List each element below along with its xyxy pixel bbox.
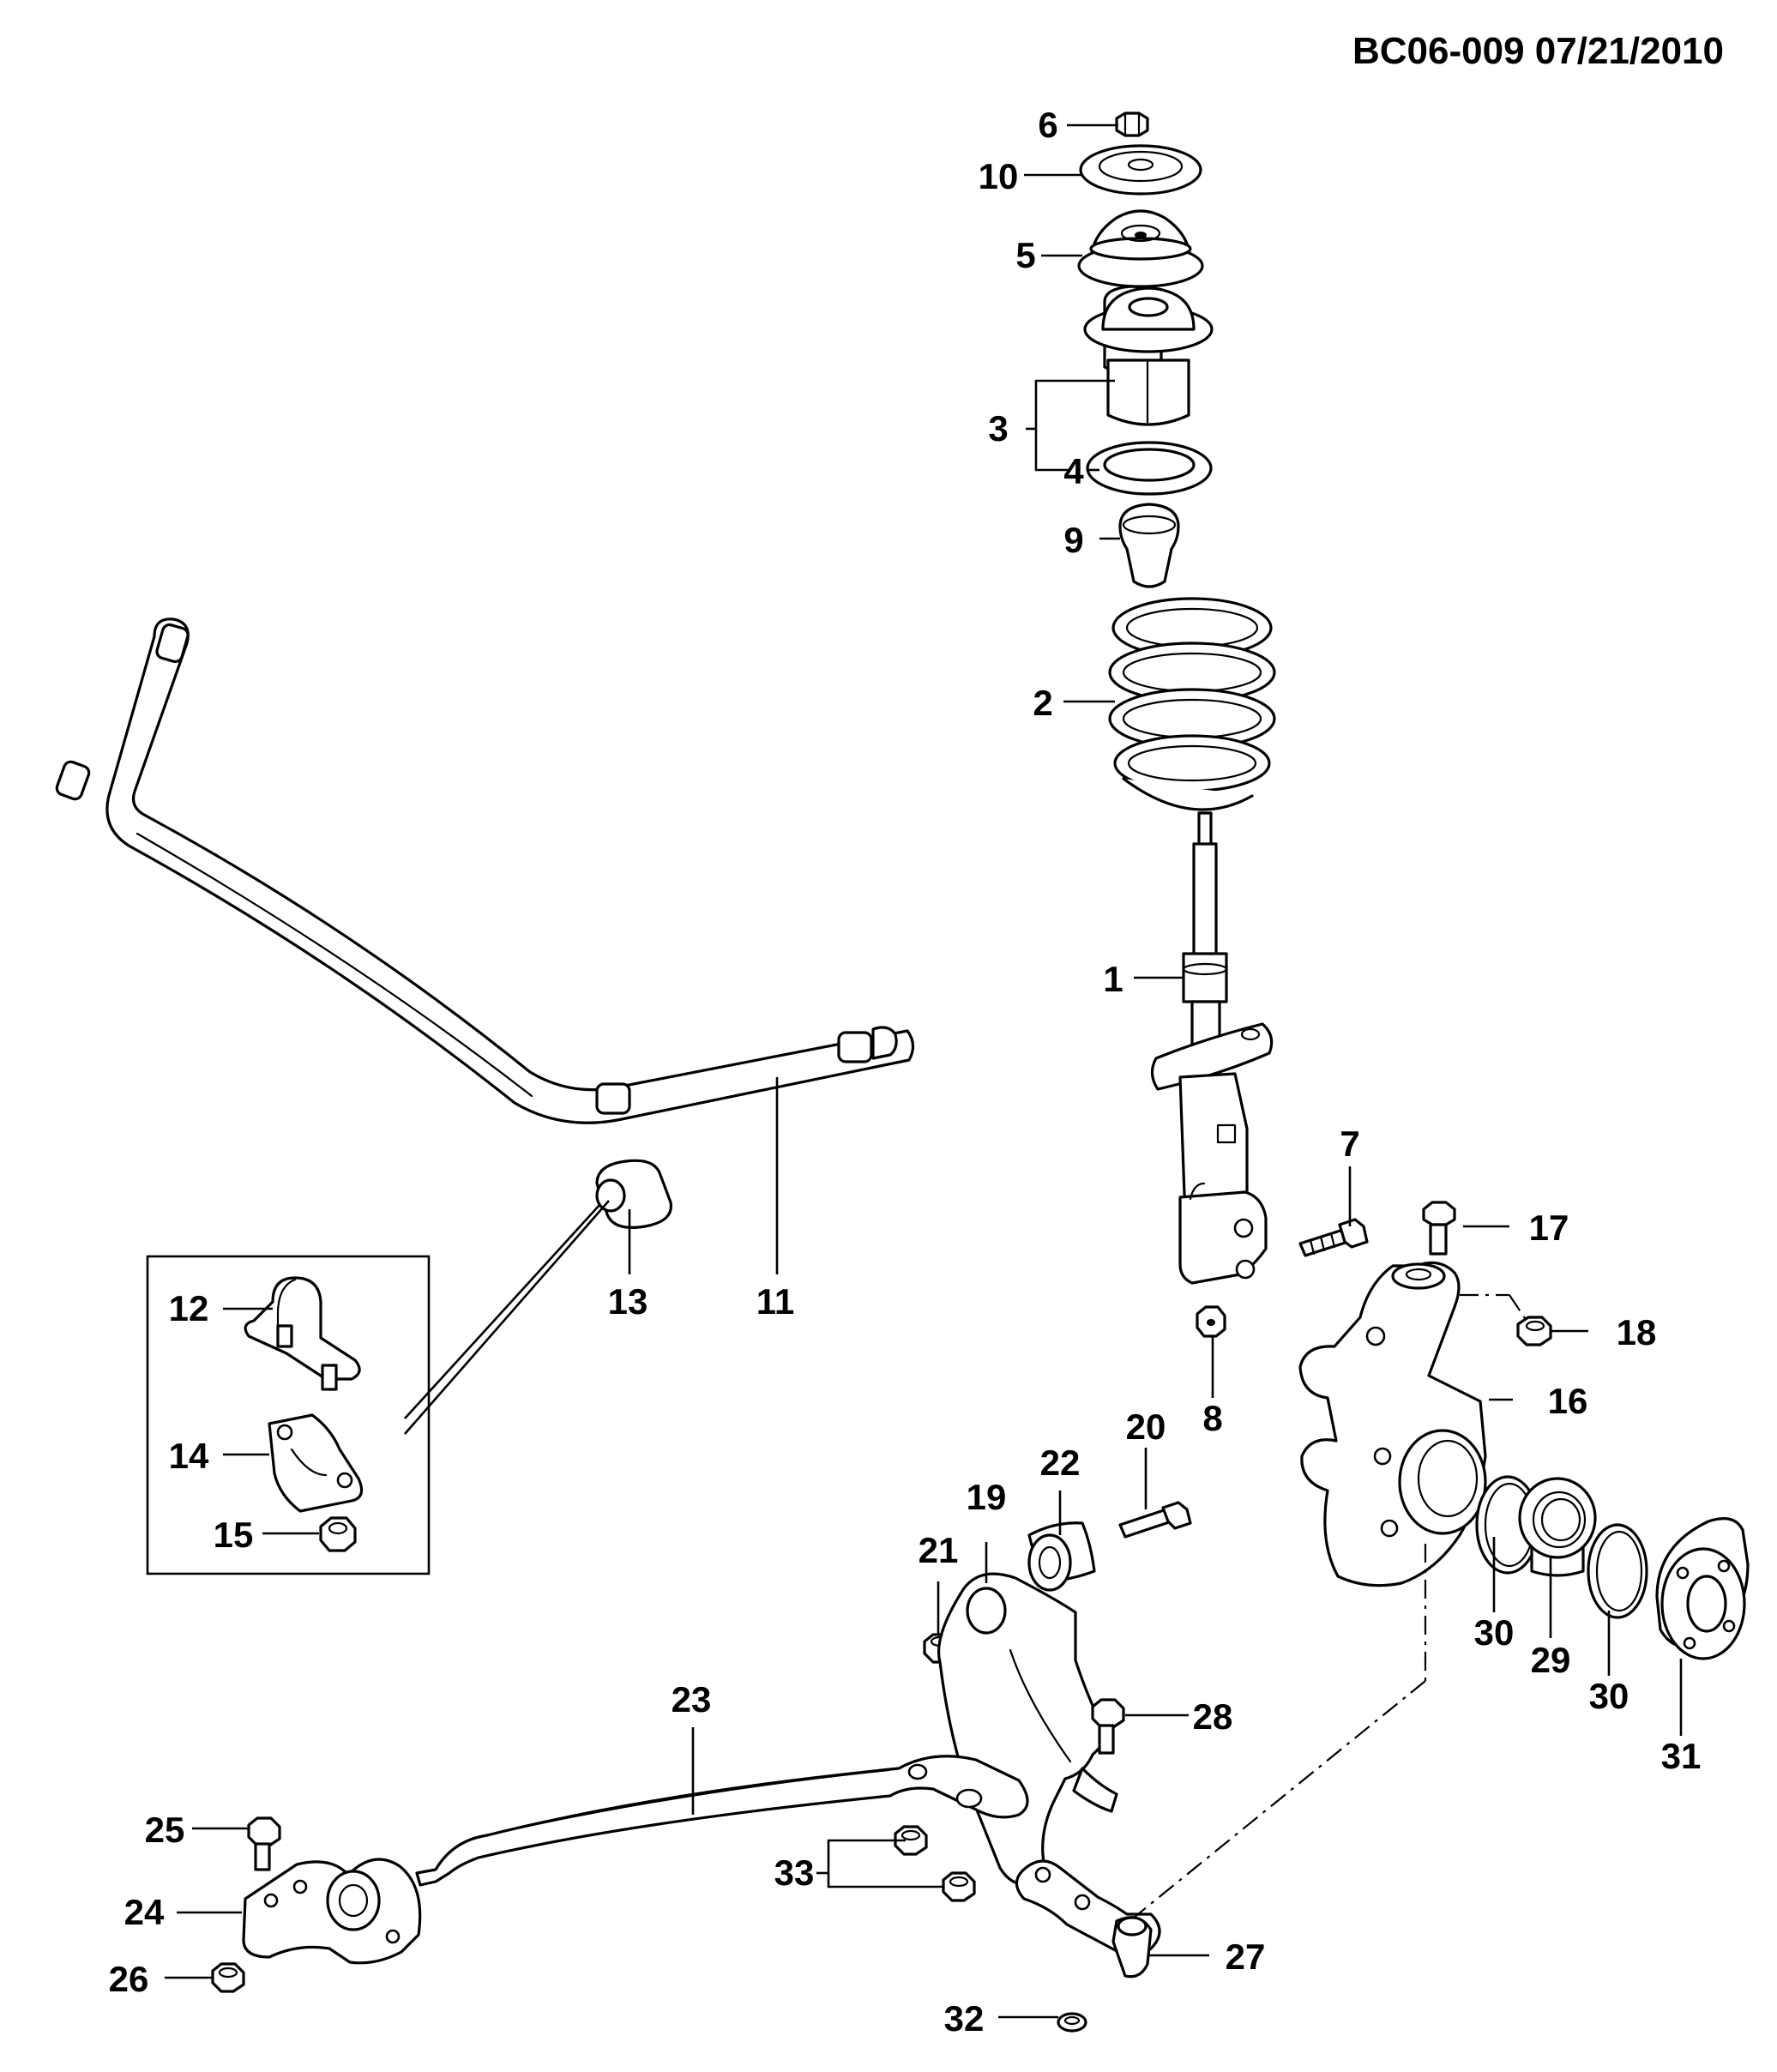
callout-22: 22	[1040, 1443, 1081, 1483]
diagram-code-header: BC06-009 07/21/2010	[1352, 30, 1724, 72]
part-5-strut-mount	[1077, 209, 1204, 288]
callout-2: 2	[1033, 683, 1052, 723]
part-12-clamp	[244, 1276, 361, 1391]
callout-28: 28	[1193, 1696, 1233, 1737]
part-3-spring-upper-seat	[1083, 285, 1214, 426]
callout-6: 6	[1038, 105, 1057, 145]
part-22-bushing	[1027, 1521, 1096, 1592]
callout-13: 13	[608, 1281, 648, 1322]
part-7-bolt	[1298, 1218, 1369, 1257]
callout-19: 19	[967, 1477, 1007, 1517]
part-31-wheel-hub	[1655, 1517, 1750, 1660]
callout-15: 15	[214, 1515, 254, 1555]
callout-7: 7	[1340, 1123, 1359, 1164]
part-26-nut	[211, 1962, 245, 1993]
callout-9: 9	[1063, 520, 1083, 560]
callout-20: 20	[1126, 1406, 1166, 1447]
callout-30-outer: 30	[1589, 1676, 1629, 1716]
callout-29: 29	[1531, 1640, 1571, 1680]
callout-5: 5	[1015, 235, 1035, 275]
callout-26: 26	[109, 1959, 149, 1999]
callout-33: 33	[774, 1852, 815, 1893]
part-14-bracket	[268, 1413, 364, 1513]
part-17-bolt	[1422, 1201, 1456, 1256]
part-20-bolt	[1118, 1501, 1192, 1539]
part-28-bolt	[1091, 1698, 1125, 1755]
part-10-upper-plate	[1079, 144, 1202, 196]
part-29-wheel-bearing	[1518, 1477, 1597, 1577]
part-25-bolt	[247, 1816, 281, 1871]
part-6-nut	[1115, 111, 1149, 137]
part-33-nuts	[894, 1825, 976, 1902]
callout-23: 23	[672, 1679, 712, 1720]
callout-25: 25	[145, 1810, 185, 1850]
callout-17: 17	[1529, 1208, 1569, 1248]
part-24-rod-bracket	[242, 1858, 422, 1965]
part-16-steering-knuckle	[1298, 1261, 1487, 1587]
callout-16: 16	[1548, 1381, 1588, 1421]
part-19-lower-control-arm	[937, 1572, 1118, 1887]
callout-14: 14	[169, 1436, 209, 1476]
part-8-nut	[1196, 1305, 1226, 1338]
callout-24: 24	[124, 1892, 165, 1932]
part-4-spring-seat-washer	[1086, 441, 1213, 496]
callout-27: 27	[1226, 1936, 1266, 1977]
callout-3: 3	[988, 408, 1008, 449]
leader-lines	[165, 123, 1683, 2019]
callout-21: 21	[919, 1530, 959, 1570]
part-2-coil-spring	[1108, 597, 1276, 811]
callout-labels: 6 10 5 3 4 9 2 1 7 8 17 18 16 11 13 12 1…	[109, 105, 1702, 2039]
callout-31: 31	[1661, 1736, 1702, 1776]
part-1-strut	[1150, 811, 1274, 1285]
callout-1: 1	[1103, 959, 1123, 999]
callout-11: 11	[756, 1281, 794, 1322]
callout-8: 8	[1202, 1398, 1222, 1438]
callout-32: 32	[944, 1998, 985, 2039]
callout-12: 12	[169, 1288, 209, 1328]
callout-18: 18	[1617, 1312, 1657, 1352]
part-9-bump-stop	[1118, 503, 1180, 588]
detail-box-clamp	[146, 1255, 431, 1575]
callout-10: 10	[979, 156, 1019, 196]
callout-4: 4	[1063, 451, 1084, 491]
part-27-ball-joint	[1015, 1859, 1161, 1979]
callout-30-inner: 30	[1474, 1612, 1515, 1653]
part-18-nut	[1516, 1316, 1552, 1346]
part-15-nut	[319, 1516, 357, 1552]
part-13-bushing	[595, 1159, 673, 1229]
part-23-tension-rod	[415, 1755, 1029, 1887]
part-11-stabilizer-bar	[55, 617, 915, 1124]
part-32-nut	[1057, 2012, 1087, 2033]
part-30-snap-ring-outer	[1587, 1523, 1648, 1619]
